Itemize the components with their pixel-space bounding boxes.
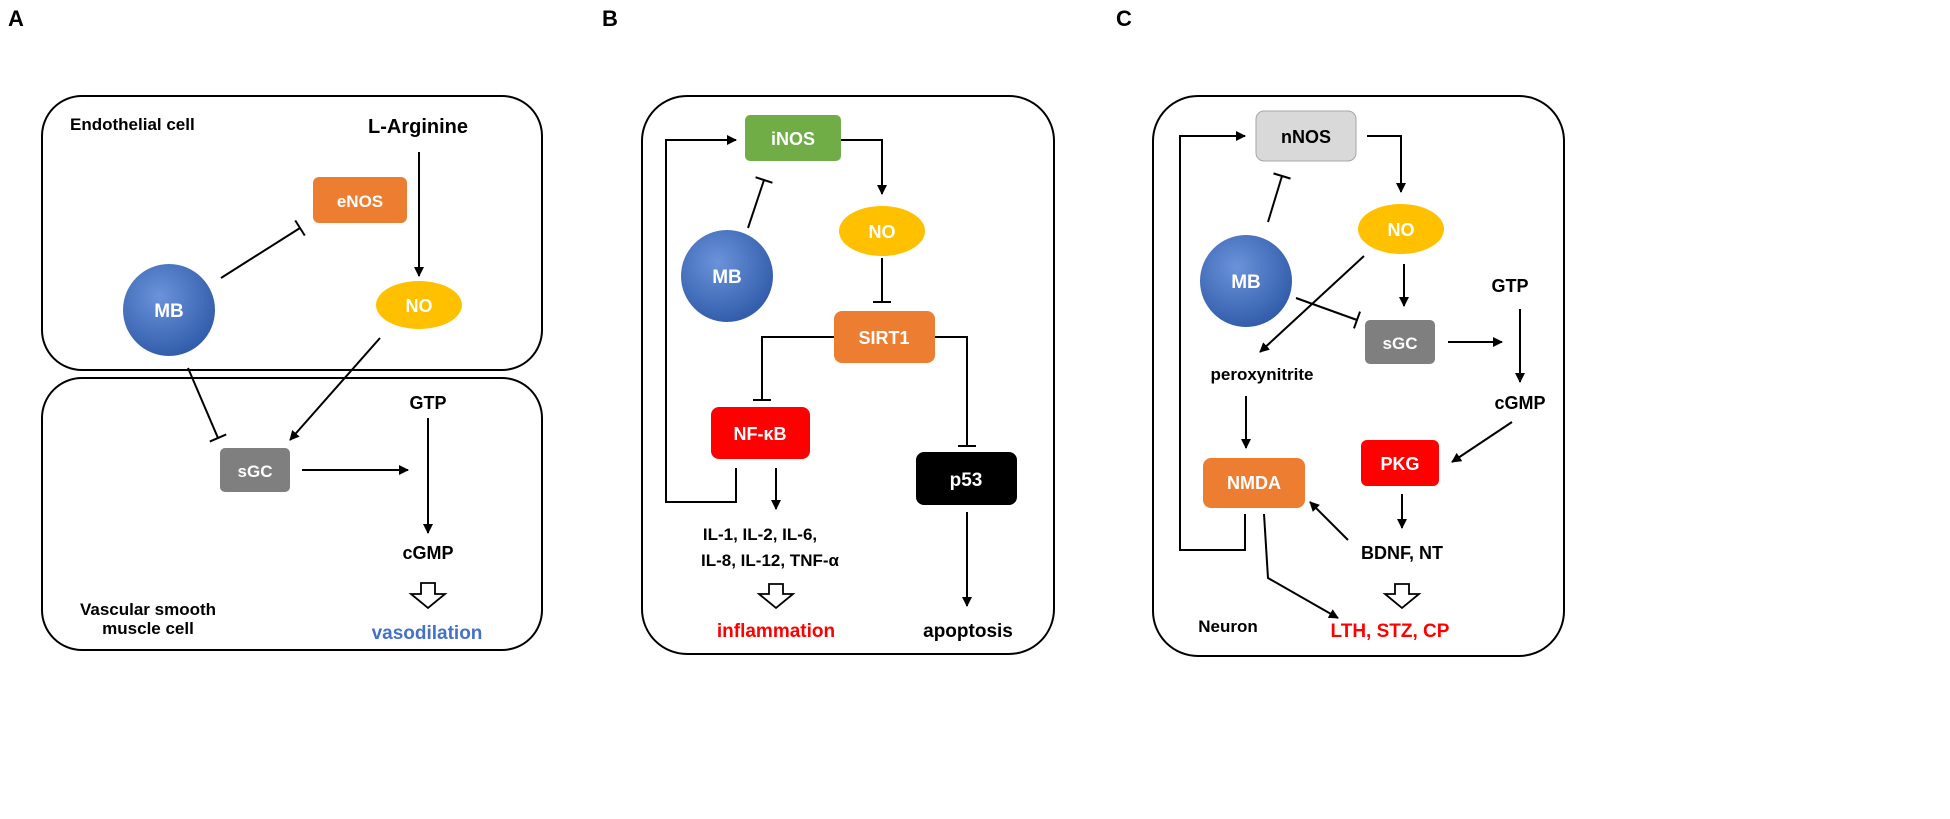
inhibit-mb-inos — [747, 176, 773, 229]
nnos-node — [1255, 110, 1357, 162]
mb-node-a — [123, 264, 215, 356]
outcomes-label: LTH, STZ, CP — [1331, 621, 1450, 642]
p53-label: p53 — [950, 470, 983, 491]
arrow-inos-to-no — [841, 139, 887, 195]
vasodilation-label: vasodilation — [372, 623, 483, 644]
gtp-label-c: GTP — [1491, 276, 1528, 296]
inhibit-mb-nnos — [1267, 172, 1291, 223]
mb-label-b: MB — [712, 267, 742, 288]
cgmp-label-a: cGMP — [402, 543, 453, 563]
sgc-label-c: sGC — [1383, 334, 1418, 353]
mb-label-a: MB — [154, 301, 184, 322]
mb-node-c — [1200, 235, 1292, 327]
inhibit-sirt1-p53 — [935, 336, 976, 447]
apoptosis-label: apoptosis — [923, 621, 1013, 642]
open-arrow-cytokines-inflammation — [756, 583, 796, 610]
panel-c-box — [1152, 95, 1565, 657]
arrow-no-to-peroxynitrite — [1259, 255, 1365, 353]
figure-canvas: A Endothelial cell L-Arginine eNOS MB NO… — [8, 6, 1565, 657]
feedback-nmda-to-nnos — [1179, 131, 1246, 551]
panel-a: A Endothelial cell L-Arginine eNOS MB NO… — [8, 6, 543, 651]
open-arrow-bdnf-outcomes — [1382, 583, 1422, 610]
nfkb-label: NF-κB — [733, 424, 786, 444]
panel-c: C nNOS NO MB GTP sGC peroxynitrite cGMP … — [1116, 6, 1565, 657]
sirt1-label: SIRT1 — [858, 328, 909, 348]
mb-node-b — [681, 230, 773, 322]
endothelial-cell-box — [41, 95, 543, 371]
panel-c-letter: C — [1116, 6, 1132, 31]
gtp-label-a: GTP — [409, 393, 446, 413]
sgc-label-a: sGC — [238, 462, 273, 481]
endothelial-cell-label: Endothelial cell — [70, 115, 195, 134]
no-label-b: NO — [869, 222, 896, 242]
vsm-label-line2: muscle cell — [102, 619, 194, 638]
no-node-b — [839, 206, 925, 256]
sirt1-node — [834, 311, 935, 363]
vsm-label-line1: Vascular smooth — [80, 600, 216, 619]
open-arrow-cgmp-vasodilation — [408, 582, 448, 610]
inhibit-mb-sgc-c — [1295, 297, 1361, 329]
peroxynitrite-label: peroxynitrite — [1211, 365, 1314, 384]
inhibit-mb-enos — [220, 219, 306, 279]
panel-b-letter: B — [602, 6, 618, 31]
pkg-label: PKG — [1380, 454, 1419, 474]
l-arginine-label: L-Arginine — [368, 116, 468, 138]
smooth-muscle-cell-box — [41, 377, 543, 651]
nfkb-node — [711, 407, 810, 459]
panel-b: B iNOS NO MB SIRT1 NF-κB p53 IL-1, IL-2,… — [602, 6, 1055, 655]
inhibit-sirt1-nfkb — [753, 336, 834, 401]
panel-a-letter: A — [8, 6, 24, 31]
sgc-node-a — [220, 448, 290, 492]
sgc-node-c — [1365, 320, 1435, 364]
no-node-a — [376, 281, 462, 329]
cytokines-line1: IL-1, IL-2, IL-6, — [703, 525, 817, 544]
pkg-node — [1361, 440, 1439, 486]
inos-node — [745, 115, 841, 161]
arrow-bdnf-to-nmda — [1309, 501, 1349, 541]
enos-label: eNOS — [337, 192, 383, 211]
cgmp-label-c: cGMP — [1494, 393, 1545, 413]
no-label-a: NO — [406, 296, 433, 316]
feedback-nfkb-to-inos — [665, 135, 737, 503]
no-node-c — [1358, 204, 1444, 254]
nmda-label: NMDA — [1227, 473, 1281, 493]
no-label-c: NO — [1388, 220, 1415, 240]
arrow-nmda-to-outcomes — [1263, 513, 1339, 619]
inhibit-mb-sgc-a — [187, 367, 227, 443]
cytokines-line2: IL-8, IL-12, TNF-α — [701, 551, 840, 570]
arrow-cgmp-to-pkg — [1451, 421, 1513, 463]
neuron-label: Neuron — [1198, 617, 1258, 636]
panel-b-box — [641, 95, 1055, 655]
nnos-label: nNOS — [1281, 127, 1331, 147]
bdnf-label: BDNF, NT — [1361, 543, 1443, 563]
enos-node — [313, 177, 407, 223]
inflammation-label: inflammation — [717, 621, 835, 642]
inos-label: iNOS — [771, 129, 815, 149]
arrow-no-to-sgc-a — [289, 337, 381, 441]
p53-node — [916, 452, 1017, 505]
arrow-nnos-to-no — [1367, 135, 1406, 193]
figure-svg: A Endothelial cell L-Arginine eNOS MB NO… — [8, 6, 1565, 657]
mb-label-c: MB — [1231, 272, 1261, 293]
nmda-node — [1203, 458, 1305, 508]
